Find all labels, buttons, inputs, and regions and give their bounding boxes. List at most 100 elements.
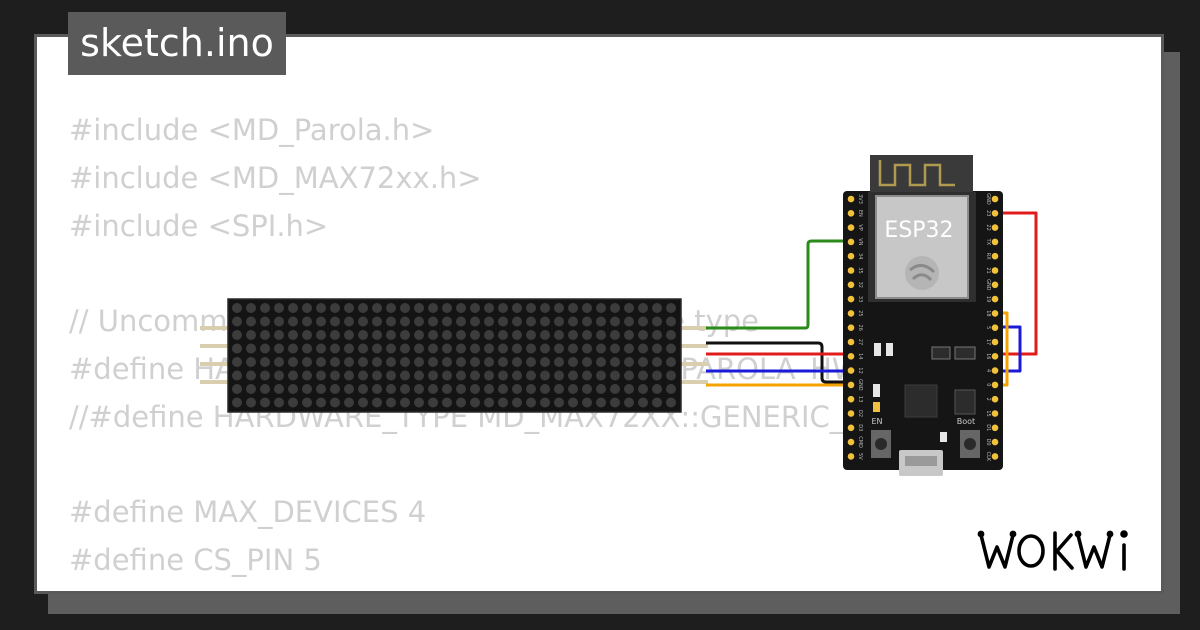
header-pin-left[interactable]: [847, 438, 855, 446]
led-dot: [232, 357, 242, 367]
led-dot: [288, 343, 298, 354]
led-dot: [582, 384, 592, 394]
header-pin-left[interactable]: [847, 324, 855, 332]
led-dot: [498, 330, 508, 340]
led-dot: [610, 370, 620, 381]
led-dot: [302, 357, 312, 367]
led-dot: [456, 330, 466, 340]
file-name-tab[interactable]: sketch.ino: [68, 12, 286, 75]
header-pin-right[interactable]: [991, 424, 999, 432]
header-pin-right[interactable]: [991, 381, 999, 389]
led-dot: [526, 357, 536, 367]
led-dot: [512, 303, 522, 313]
led-matrix-module[interactable]: [227, 298, 682, 413]
header-pin-right[interactable]: [991, 453, 999, 460]
pin-label: CLK: [985, 452, 991, 462]
header-pin-left[interactable]: [847, 410, 855, 417]
led-dot: [260, 357, 270, 367]
led-dot: [344, 343, 354, 354]
led-dot: [302, 397, 312, 408]
header-pin-right[interactable]: [991, 281, 999, 289]
led-dot: [274, 303, 284, 313]
header-pin-right[interactable]: [991, 338, 999, 346]
led-dot: [610, 303, 620, 313]
header-pin-left[interactable]: [847, 353, 855, 360]
pin-label: D3: [857, 424, 863, 431]
led-dot: [358, 357, 368, 367]
header-pin-right[interactable]: [991, 252, 999, 260]
header-pin-left[interactable]: [847, 395, 855, 403]
led-dot: [554, 343, 564, 354]
led-dot: [568, 343, 578, 354]
pin-label: 23: [985, 210, 991, 216]
header-pin-right[interactable]: [991, 310, 999, 317]
led-dot: [232, 370, 242, 381]
header-pin-left[interactable]: [847, 295, 855, 303]
led-dot: [246, 370, 256, 381]
pin-label: VP: [857, 224, 863, 230]
en-button[interactable]: [871, 430, 891, 458]
led-dot: [358, 316, 368, 327]
header-pin-right[interactable]: [991, 195, 999, 203]
en-label: EN: [871, 417, 882, 426]
header-pin-left[interactable]: [847, 210, 855, 217]
header-pin-right[interactable]: [991, 238, 999, 246]
header-pin-left[interactable]: [847, 224, 855, 231]
led-dot: [582, 316, 592, 327]
led-dot: [246, 384, 256, 394]
led-dot: [316, 316, 326, 327]
led-dot: [428, 330, 438, 340]
led-dot: [442, 384, 452, 394]
header-pin-left[interactable]: [847, 381, 855, 389]
header-pin-left[interactable]: [847, 238, 855, 246]
led-dot: [638, 397, 648, 408]
pin-label: 12: [857, 367, 863, 373]
header-pin-right[interactable]: [991, 410, 999, 417]
led-dot: [610, 343, 620, 354]
header-pin-right[interactable]: [991, 438, 999, 446]
header-pin-left[interactable]: [847, 453, 855, 460]
led-dot: [540, 384, 550, 394]
led-dot: [330, 303, 340, 313]
led-dot: [610, 316, 620, 327]
led-dot: [498, 343, 508, 354]
header-pin-right[interactable]: [991, 395, 999, 403]
boot-button[interactable]: [960, 430, 980, 458]
led-dot: [232, 384, 242, 394]
led-dot: [246, 357, 256, 367]
led-dot: [414, 397, 424, 408]
led-dot: [260, 330, 270, 340]
led-dot: [302, 343, 312, 354]
header-pin-left[interactable]: [847, 252, 855, 260]
header-pin-right[interactable]: [991, 353, 999, 360]
header-pin-right[interactable]: [991, 295, 999, 303]
header-pin-left[interactable]: [847, 281, 855, 289]
header-pin-left[interactable]: [847, 267, 855, 274]
led-dot: [288, 316, 298, 327]
header-pin-left[interactable]: [847, 195, 855, 203]
led-dot: [568, 357, 578, 367]
header-pin-right[interactable]: [991, 367, 999, 374]
header-pin-right[interactable]: [991, 210, 999, 217]
pin-label: GND: [985, 279, 991, 291]
header-pin-left[interactable]: [847, 424, 855, 432]
led-dot: [624, 370, 634, 381]
header-pin-left[interactable]: [847, 310, 855, 317]
led-dot: [540, 397, 550, 408]
led-dot: [260, 397, 270, 408]
header-pin-right[interactable]: [991, 267, 999, 274]
led-dot: [330, 397, 340, 408]
led-dot: [428, 397, 438, 408]
led-dot: [274, 384, 284, 394]
header-pin-right[interactable]: [991, 224, 999, 231]
led-dot: [274, 316, 284, 327]
header-pin-left[interactable]: [847, 367, 855, 374]
led-dot: [498, 370, 508, 381]
header-pin-right[interactable]: [991, 324, 999, 332]
led-dot: [386, 397, 396, 408]
header-pin-left[interactable]: [847, 338, 855, 346]
led-dot: [260, 316, 270, 327]
led-dot: [610, 384, 620, 394]
led-dot: [386, 303, 396, 313]
